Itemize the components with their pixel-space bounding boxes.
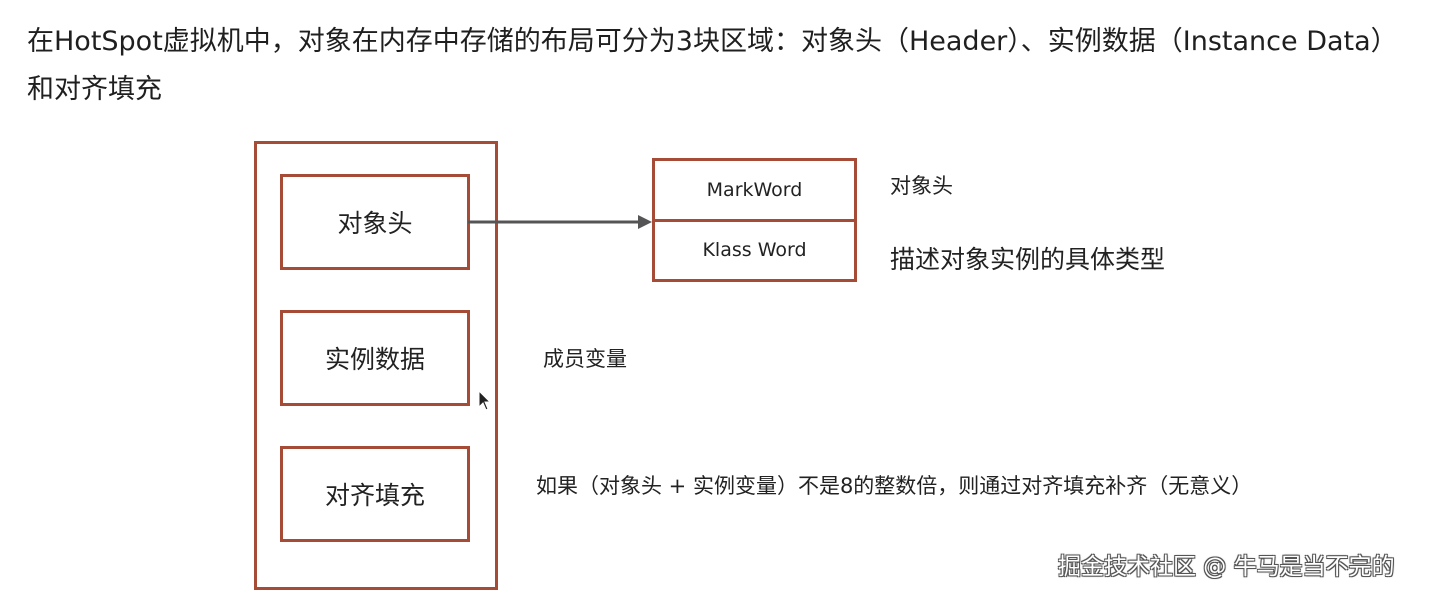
header-detail-table: MarkWord Klass Word	[652, 158, 857, 282]
object-header-block: 对象头	[280, 174, 470, 270]
markword-cell: MarkWord	[706, 178, 803, 201]
watermark: 掘金技术社区 @ 牛马是当不完的	[1058, 554, 1395, 580]
right-arrow-icon	[468, 215, 652, 229]
object-layout-container	[254, 141, 498, 590]
intro-paragraph: 在HotSpot虚拟机中，对象在内存中存储的布局可分为3块区域：对象头（Head…	[27, 26, 1398, 105]
klass-word-cell: Klass Word	[655, 218, 854, 280]
klass-word-note: 描述对象实例的具体类型	[890, 245, 1166, 274]
instance-data-note: 成员变量	[543, 347, 627, 371]
instance-data-block: 实例数据	[280, 310, 470, 406]
object-header-note: 对象头	[890, 174, 953, 198]
padding-block: 对齐填充	[280, 446, 470, 542]
padding-note: 如果（对象头 + 实例变量）不是8的整数倍，则通过对齐填充补齐（无意义）	[536, 474, 1253, 498]
mouse-pointer-icon	[478, 390, 492, 411]
